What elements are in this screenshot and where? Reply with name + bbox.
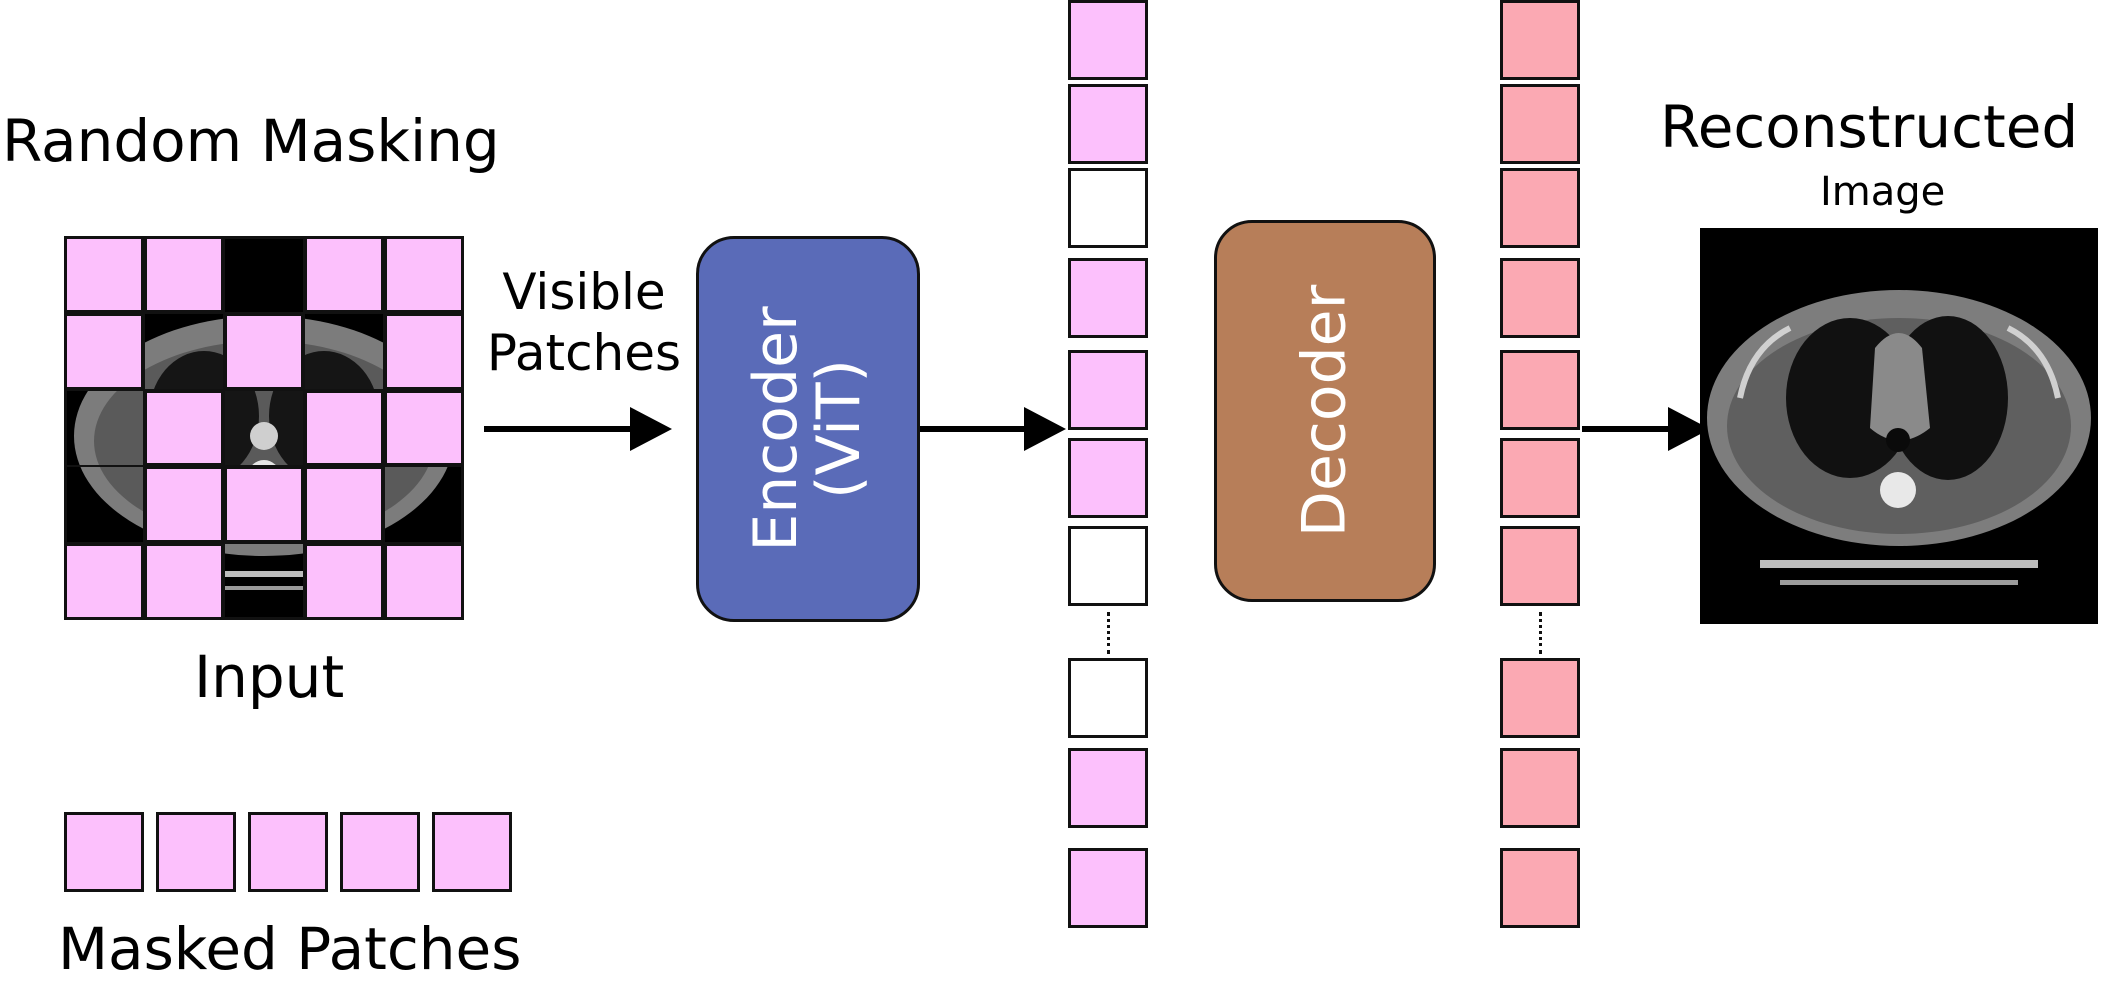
masked-patch xyxy=(384,312,464,390)
decoder-decoded-token xyxy=(1500,438,1580,518)
masked-patch xyxy=(64,543,144,620)
masked-patch xyxy=(224,312,304,390)
encoder-visible-token xyxy=(1068,748,1148,828)
masked-patch xyxy=(144,389,224,467)
encoder-visible-token xyxy=(1068,350,1148,430)
masked-patch xyxy=(304,236,384,313)
visible-patches-line1: Visible xyxy=(502,263,666,321)
reconstructed-image xyxy=(1700,228,2098,624)
decoder-decoded-token xyxy=(1500,258,1580,338)
encoder-line1: Encoder xyxy=(741,306,811,552)
input-label: Input xyxy=(194,643,345,711)
legend-masked-patch xyxy=(156,812,236,892)
decoder-text: Decoder xyxy=(1289,284,1360,538)
decoder-ellipsis xyxy=(1539,612,1542,654)
arrow-encoder-to-tokens-head xyxy=(1024,407,1066,451)
encoder-mask-token xyxy=(1068,168,1148,248)
encoder-visible-token xyxy=(1068,438,1148,518)
legend-masked-patch xyxy=(340,812,420,892)
visible-patches-line2: Patches xyxy=(486,324,682,382)
ct-scan-output xyxy=(1707,290,2091,585)
legend-masked-patch xyxy=(64,812,144,892)
image-label: Image xyxy=(1820,169,1946,215)
masked-patch xyxy=(144,466,224,544)
visible-patches-label: Visible Patches xyxy=(474,262,694,384)
visible-patch xyxy=(224,389,304,467)
arrow-input-to-encoder xyxy=(484,426,636,432)
encoder-visible-token xyxy=(1068,0,1148,80)
decoder-decoded-token xyxy=(1500,848,1580,928)
masked-patch xyxy=(304,543,384,620)
visible-patch xyxy=(304,312,384,390)
encoder-mask-token xyxy=(1068,526,1148,606)
encoder-mask-token xyxy=(1068,658,1148,738)
masked-patch xyxy=(224,466,304,544)
decoder-decoded-token xyxy=(1500,748,1580,828)
masked-patches-label: Masked Patches xyxy=(58,915,522,983)
encoder-visible-token xyxy=(1068,258,1148,338)
decoder-decoded-token xyxy=(1500,658,1580,738)
grid-outline xyxy=(64,236,464,620)
arrow-encoder-to-tokens xyxy=(920,426,1030,432)
reconstructed-label: Reconstructed xyxy=(1660,93,2079,161)
encoder-text: Encoder (ViT) xyxy=(741,306,874,552)
mask-grid xyxy=(64,236,464,620)
decoder-decoded-token xyxy=(1500,0,1580,80)
encoder-visible-token xyxy=(1068,84,1148,164)
decoder-box: Decoder xyxy=(1214,220,1436,602)
arrow-tokens-to-output xyxy=(1582,426,1674,432)
decoder-decoded-token xyxy=(1500,350,1580,430)
encoder-line2: (ViT) xyxy=(804,359,874,499)
arrow-input-to-encoder-head xyxy=(630,407,672,451)
input-image xyxy=(64,236,464,620)
legend-masked-patch xyxy=(248,812,328,892)
masked-patch xyxy=(384,543,464,620)
encoder-box: Encoder (ViT) xyxy=(696,236,920,622)
visible-patch xyxy=(144,312,224,390)
encoder-ellipsis xyxy=(1107,612,1110,654)
masked-patches-legend xyxy=(64,812,514,894)
legend-masked-patch xyxy=(432,812,512,892)
masked-patch xyxy=(304,389,384,467)
decoder-token-column xyxy=(1500,0,1582,988)
decoder-decoded-token xyxy=(1500,168,1580,248)
encoder-visible-token xyxy=(1068,848,1148,928)
random-masking-label: Random Masking xyxy=(2,107,500,175)
decoder-decoded-token xyxy=(1500,526,1580,606)
decoder-decoded-token xyxy=(1500,84,1580,164)
masked-patch xyxy=(304,466,384,544)
encoder-token-column xyxy=(1068,0,1150,988)
masked-patch xyxy=(144,543,224,620)
